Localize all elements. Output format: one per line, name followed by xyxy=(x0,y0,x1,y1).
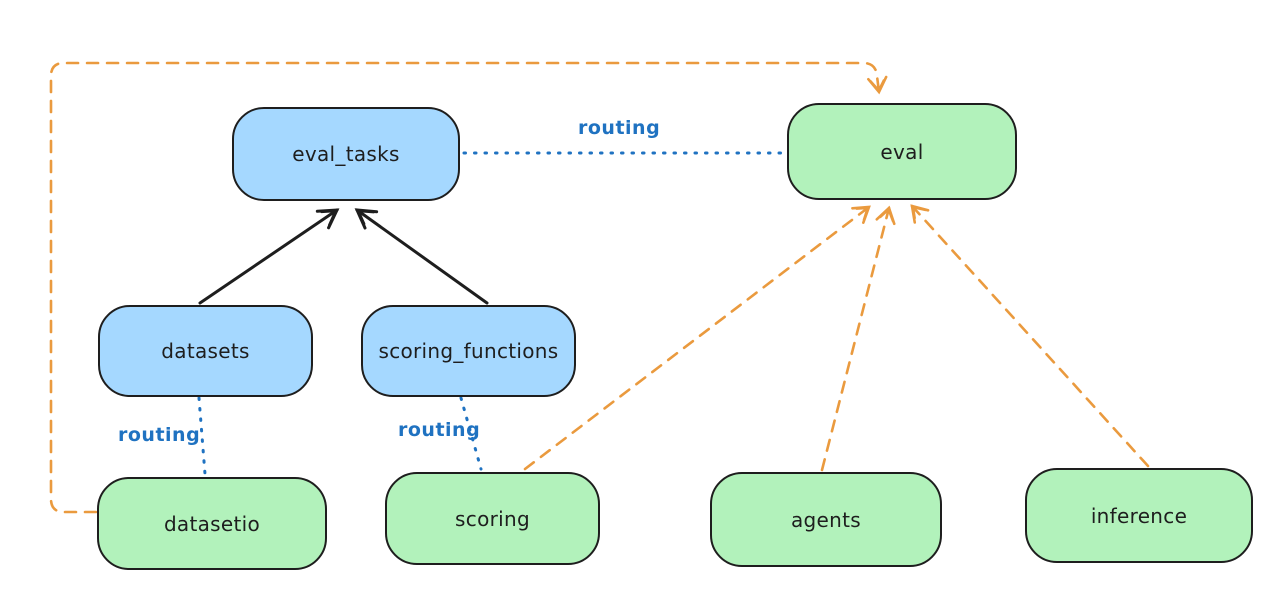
node-eval-label: eval xyxy=(880,139,924,164)
edge-scoring-to-eval xyxy=(523,205,871,471)
node-agents: agents xyxy=(710,472,942,567)
node-agents-label: agents xyxy=(791,507,861,532)
edge-scoring-functions-to-scoring-routing xyxy=(459,396,483,471)
node-inference-label: inference xyxy=(1090,503,1188,528)
node-datasets-label: datasets xyxy=(161,339,250,363)
edge-scoring-functions-to-eval-tasks xyxy=(354,208,489,305)
edge-datasets-to-eval-tasks xyxy=(198,208,340,305)
node-eval-tasks-label: eval_tasks xyxy=(292,142,400,166)
edge-datasets-to-datasetio-routing xyxy=(197,396,207,476)
edge-label-routing-datasets: routing xyxy=(118,424,201,446)
edge-label-routing-top: routing xyxy=(578,117,661,139)
node-scoring-functions: scoring_functions xyxy=(361,305,576,397)
node-datasets: datasets xyxy=(98,305,313,397)
node-eval-tasks: eval_tasks xyxy=(232,107,460,201)
edge-datasetio-to-eval xyxy=(49,61,888,514)
edge-label-routing-scoring: routing xyxy=(398,419,481,441)
node-scoring-label: scoring xyxy=(455,506,530,531)
edge-agents-to-eval xyxy=(820,205,896,472)
node-scoring: scoring xyxy=(385,472,600,565)
node-inference: inference xyxy=(1025,468,1253,563)
node-datasetio-label: datasetio xyxy=(163,511,261,536)
node-datasetio: datasetio xyxy=(97,477,327,570)
edge-inference-to-eval xyxy=(910,204,1150,468)
node-eval: eval xyxy=(787,103,1017,200)
node-scoring-functions-label: scoring_functions xyxy=(378,339,559,363)
